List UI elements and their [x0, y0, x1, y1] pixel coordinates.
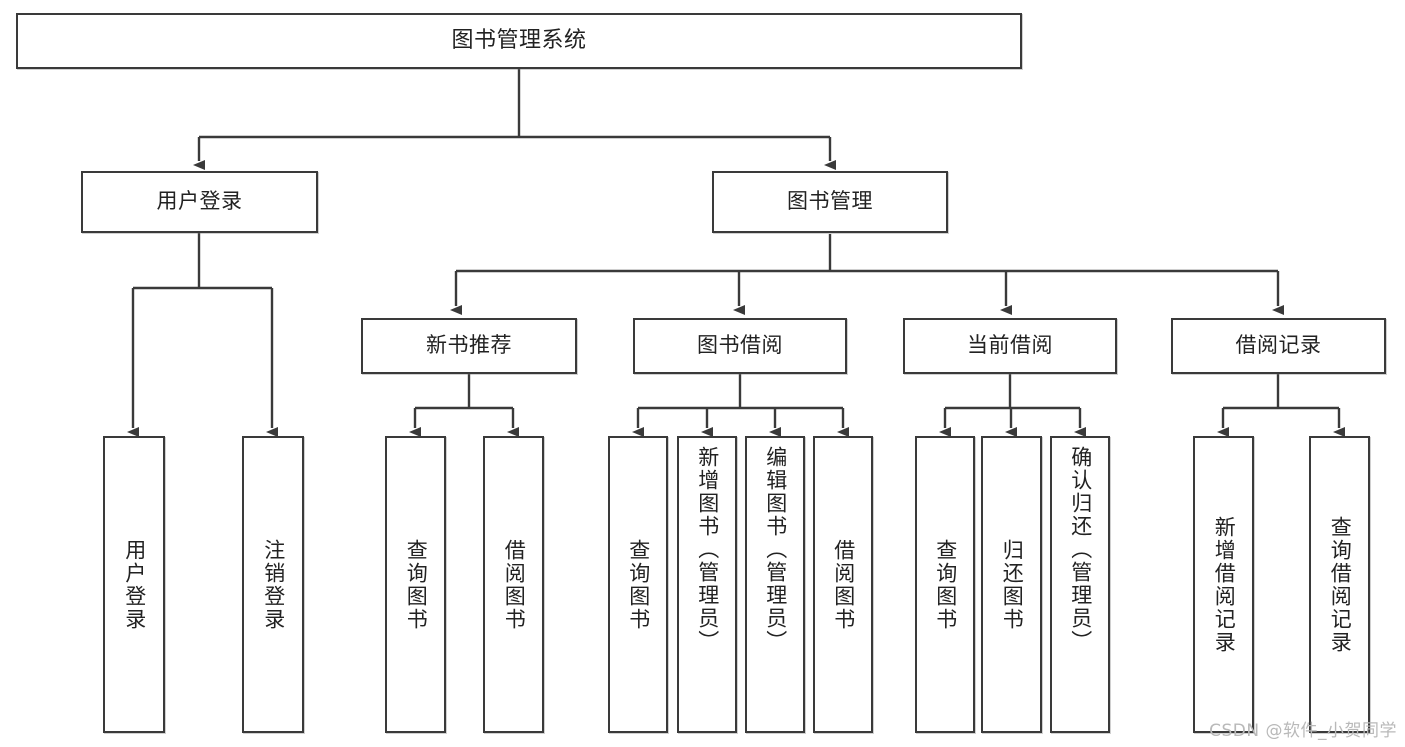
leaf-query-book-current[interactable]: 查询图书: [915, 436, 975, 733]
node-label: 编辑图书（管理员）: [763, 446, 788, 653]
node-label: 注销登录: [261, 538, 286, 631]
node-label: 图书管理系统: [451, 27, 587, 53]
node-label: 查询图书: [933, 538, 958, 631]
leaf-query-book-recommend[interactable]: 查询图书: [385, 436, 446, 733]
node-label: 归还图书: [1000, 538, 1025, 631]
node-label: 查询借阅记录: [1328, 515, 1353, 654]
node-book-borrow[interactable]: 图书借阅: [633, 318, 847, 374]
leaf-user-login[interactable]: 用户登录: [103, 436, 165, 733]
node-label: 新增借阅记录: [1212, 515, 1237, 654]
node-label: 借阅图书: [831, 538, 856, 631]
node-label: 确认归还（管理员）: [1068, 446, 1093, 653]
leaf-confirm-return-admin[interactable]: 确认归还（管理员）: [1050, 436, 1110, 733]
leaf-user-logout[interactable]: 注销登录: [242, 436, 304, 733]
node-label: 借阅图书: [502, 538, 527, 631]
watermark-text: CSDN @软件_小贺同学: [1209, 721, 1397, 741]
node-label: 借阅记录: [1235, 333, 1322, 358]
node-new-book-recommend[interactable]: 新书推荐: [361, 318, 577, 374]
leaf-return-book[interactable]: 归还图书: [981, 436, 1042, 733]
leaf-query-book-borrow[interactable]: 查询图书: [608, 436, 668, 733]
leaf-add-borrow-record[interactable]: 新增借阅记录: [1193, 436, 1254, 733]
node-label: 图书管理: [787, 189, 873, 214]
node-label: 当前借阅: [967, 333, 1053, 358]
leaf-edit-book-admin[interactable]: 编辑图书（管理员）: [745, 436, 805, 733]
node-label: 查询图书: [626, 538, 651, 631]
node-user-login[interactable]: 用户登录: [81, 171, 318, 233]
node-root-system[interactable]: 图书管理系统: [16, 13, 1022, 69]
node-label: 新增图书（管理员）: [695, 446, 720, 653]
leaf-borrow-book-recommend[interactable]: 借阅图书: [483, 436, 544, 733]
node-label: 查询图书: [404, 538, 429, 631]
node-book-management[interactable]: 图书管理: [712, 171, 948, 233]
node-label: 图书借阅: [697, 333, 783, 358]
leaf-borrow-book[interactable]: 借阅图书: [813, 436, 873, 733]
leaf-query-borrow-record[interactable]: 查询借阅记录: [1309, 436, 1370, 733]
leaf-add-book-admin[interactable]: 新增图书（管理员）: [677, 436, 737, 733]
node-label: 用户登录: [122, 538, 147, 631]
node-current-borrow[interactable]: 当前借阅: [903, 318, 1117, 374]
node-label: 新书推荐: [426, 333, 512, 358]
node-borrow-records[interactable]: 借阅记录: [1171, 318, 1386, 374]
node-label: 用户登录: [156, 189, 243, 214]
